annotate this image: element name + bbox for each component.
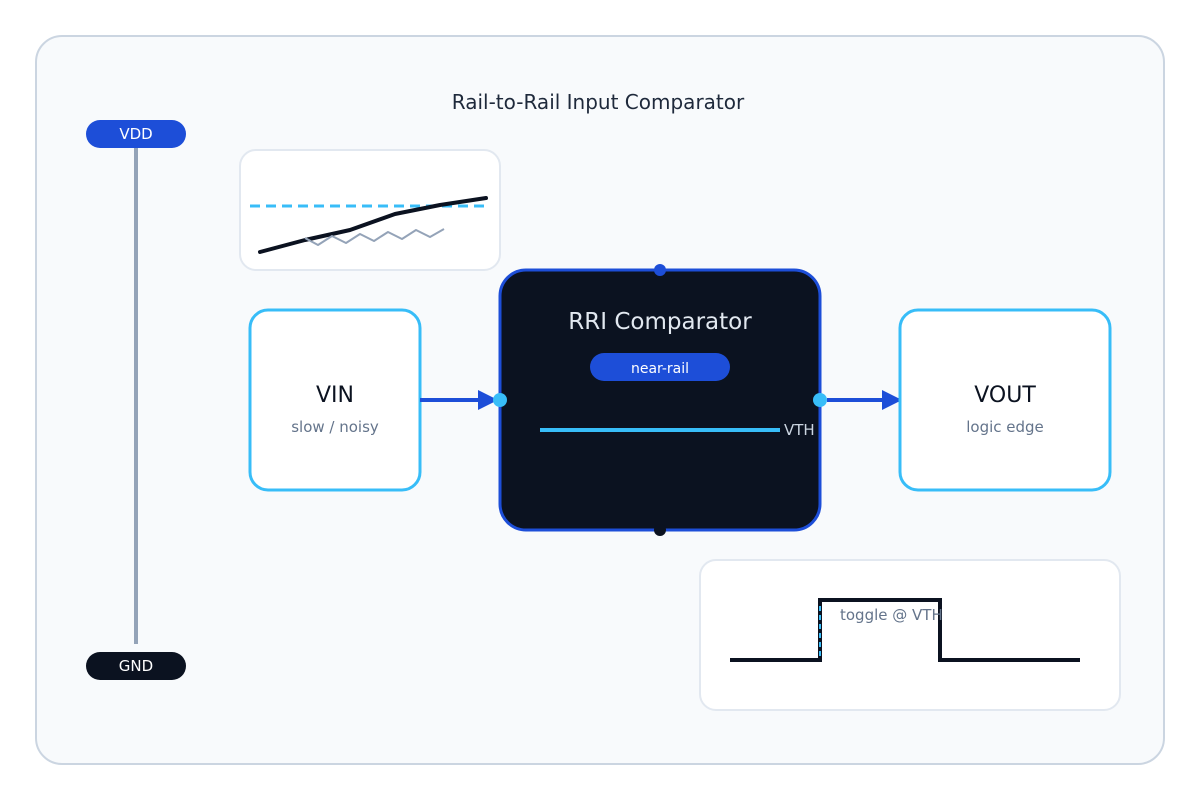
comparator-label: RRI Comparator bbox=[568, 309, 752, 335]
gnd-rail-pill: GND bbox=[86, 652, 186, 680]
near-rail-badge-label: near-rail bbox=[631, 361, 689, 377]
input-ramp-trace bbox=[258, 196, 488, 254]
input-noise-trace bbox=[304, 228, 445, 246]
diagram-title: Rail-to-Rail Input Comparator bbox=[452, 90, 745, 114]
gnd-label: GND bbox=[119, 657, 153, 675]
vdd-label: VDD bbox=[119, 125, 152, 143]
vout-block: VOUT logic edge bbox=[898, 308, 1112, 492]
vin-block: VIN slow / noisy bbox=[248, 308, 422, 492]
comparator-top-pin bbox=[654, 264, 666, 276]
vth-label: VTH bbox=[784, 421, 815, 439]
near-rail-badge bbox=[590, 353, 730, 381]
output-square-wave bbox=[730, 598, 1080, 662]
comparator-input-pin bbox=[493, 393, 507, 407]
output-waveform-panel: toggle @ VTH bbox=[699, 559, 1121, 711]
vout-sublabel: logic edge bbox=[966, 418, 1044, 436]
toggle-annotation: toggle @ VTH bbox=[840, 606, 943, 624]
vin-sublabel: slow / noisy bbox=[291, 418, 379, 436]
input-waveform-panel bbox=[239, 149, 501, 271]
vout-label: VOUT bbox=[974, 383, 1036, 408]
comparator-bottom-pin bbox=[654, 524, 666, 536]
vdd-rail-pill: VDD bbox=[86, 120, 186, 148]
comparator-block: RRI Comparator near-rail VTH bbox=[493, 264, 827, 536]
comparator-output-pin bbox=[813, 393, 827, 407]
vin-label: VIN bbox=[316, 383, 354, 408]
